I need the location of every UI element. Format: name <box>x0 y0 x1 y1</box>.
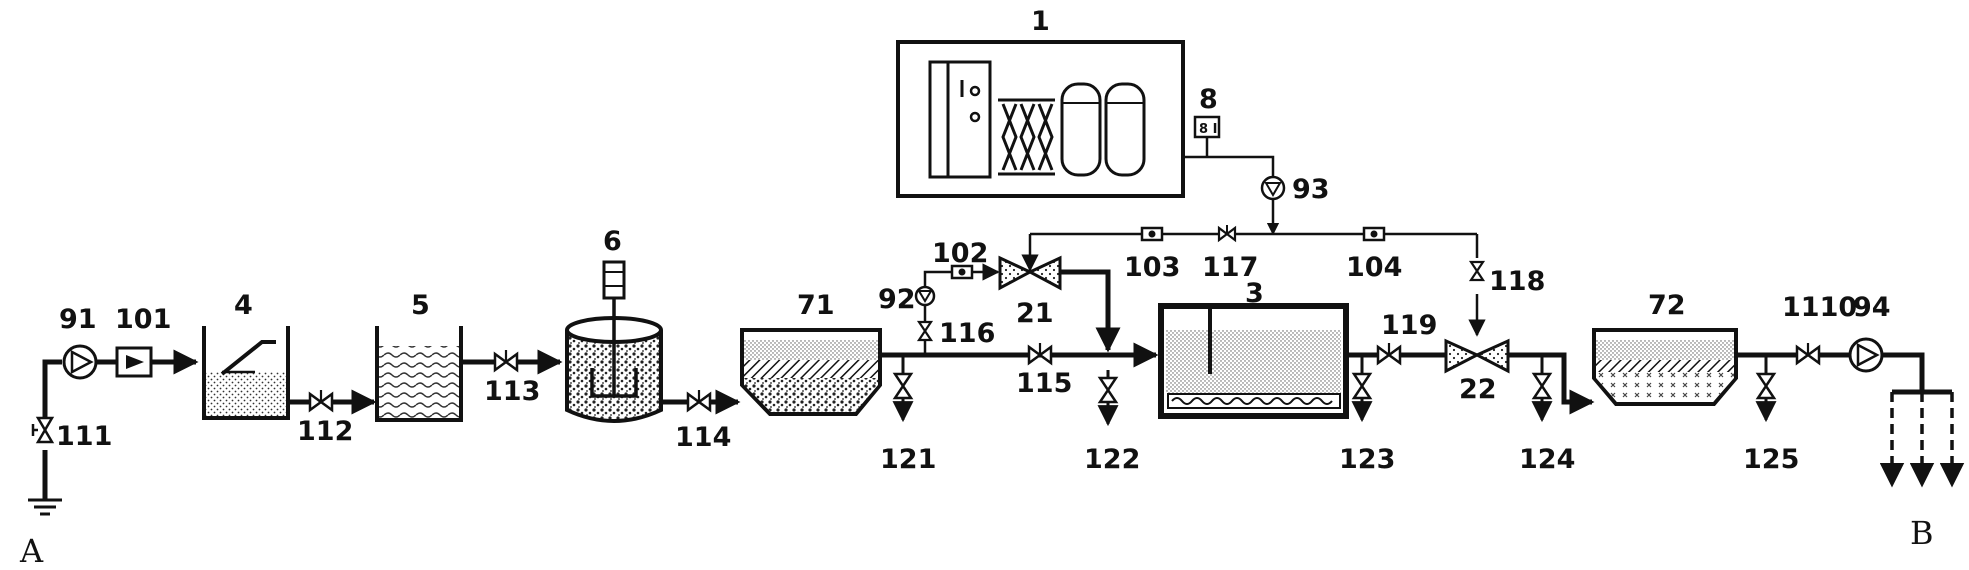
flow-meter-103 <box>1140 226 1164 242</box>
drain-valve-123 <box>1351 355 1373 423</box>
flow-meter-104 <box>1362 226 1386 242</box>
valve-113 <box>493 350 519 373</box>
svg-text:8 I: 8 I <box>1199 122 1217 137</box>
label-valve-121: 121 <box>880 444 936 475</box>
settler-71 <box>740 328 882 416</box>
bioreactor-3 <box>1158 303 1349 419</box>
drain-valve-125 <box>1755 355 1777 423</box>
label-valve-122: 122 <box>1084 444 1140 475</box>
air-line <box>1021 155 1486 337</box>
label-valve-124: 124 <box>1519 444 1575 475</box>
label-unit-3: 3 <box>1245 278 1264 309</box>
valve-118 <box>1468 260 1486 282</box>
label-valve-1110: 1110 <box>1782 292 1857 323</box>
valve-119 <box>1376 343 1402 366</box>
label-inlet-a: A <box>19 532 44 570</box>
inlet-ground <box>28 450 62 516</box>
label-meter-103: 103 <box>1124 252 1180 283</box>
label-unit-8: 8 <box>1199 84 1218 115</box>
reactor-6 <box>565 260 663 423</box>
label-valve-123: 123 <box>1339 444 1395 475</box>
label-pump-91: 91 <box>59 304 97 335</box>
cartridge-filters <box>998 98 1055 176</box>
pump-92 <box>914 285 936 307</box>
label-outlet-b: B <box>1910 514 1934 552</box>
label-unit-71: 71 <box>797 290 835 321</box>
label-unit-72: 72 <box>1648 290 1686 321</box>
label-valve-116: 116 <box>939 318 995 349</box>
label-pump-92: 92 <box>878 284 916 315</box>
valve-1110 <box>1795 343 1821 366</box>
settler-72 <box>1592 328 1738 406</box>
venturi-22 <box>1444 338 1510 374</box>
drain-valve-122 <box>1097 370 1119 427</box>
valve-117 <box>1217 225 1237 243</box>
drain-valve-124 <box>1531 355 1553 423</box>
label-meter-102: 102 <box>932 238 988 269</box>
valve-112 <box>308 390 334 413</box>
pump-94 <box>1848 337 1884 373</box>
label-unit-1: 1 <box>1031 6 1050 37</box>
valve-115 <box>1027 343 1053 366</box>
drain-valve-121 <box>892 355 914 423</box>
pump-91 <box>62 344 98 380</box>
equipment-cabinet-1 <box>896 40 1185 198</box>
label-unit-6: 6 <box>603 226 622 257</box>
tank-5 <box>375 326 463 422</box>
label-valve-113: 113 <box>484 376 540 407</box>
label-valve-115: 115 <box>1016 368 1072 399</box>
valve-111 <box>31 416 55 444</box>
pump-93 <box>1260 175 1286 201</box>
tank-4 <box>202 326 290 420</box>
label-valve-111: 111 <box>56 421 112 452</box>
valve-116 <box>916 320 934 342</box>
label-meter-104: 104 <box>1346 252 1402 283</box>
label-valve-114: 114 <box>675 422 731 453</box>
label-valve-119: 119 <box>1381 310 1437 341</box>
label-unit-5: 5 <box>411 290 430 321</box>
sensor-8: 8 I <box>1193 115 1221 157</box>
label-valve-117: 117 <box>1202 252 1258 283</box>
label-pump-93: 93 <box>1292 174 1330 205</box>
labels: 1 8 93 6 102 103 117 104 118 91 101 4 5 … <box>19 6 1934 570</box>
label-meter-101: 101 <box>115 304 171 335</box>
valve-114 <box>686 390 712 413</box>
outlet-split <box>1879 389 1965 488</box>
label-unit-21: 21 <box>1016 298 1054 329</box>
label-unit-4: 4 <box>234 290 253 321</box>
label-valve-125: 125 <box>1743 444 1799 475</box>
flow-meter-101 <box>115 346 153 378</box>
label-unit-22: 22 <box>1459 374 1497 405</box>
label-valve-112: 112 <box>297 416 353 447</box>
label-pump-94: 94 <box>1853 292 1891 323</box>
label-valve-118: 118 <box>1489 266 1545 297</box>
